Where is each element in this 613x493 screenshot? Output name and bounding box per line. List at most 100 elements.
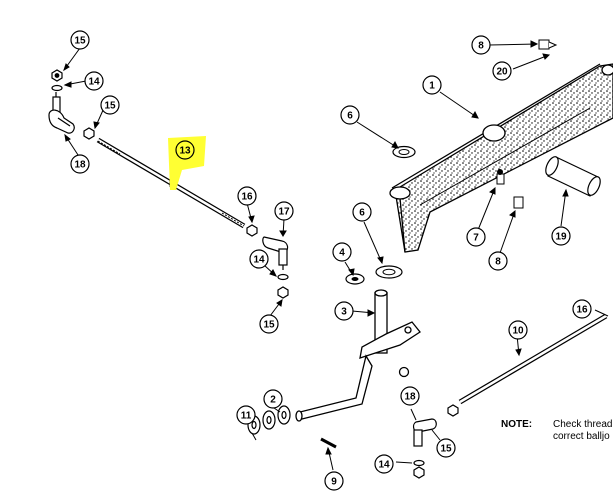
callout-number: 18 (404, 392, 416, 403)
callout-number: 4 (339, 248, 345, 259)
callout-17: 17 (274, 201, 294, 221)
callout-13: 13 (175, 140, 195, 160)
callout-circle (436, 438, 456, 458)
callout-circle (274, 201, 294, 221)
callout-1: 1 (422, 75, 442, 95)
callout-3: 3 (334, 301, 354, 321)
callout-circle (572, 299, 592, 319)
callout-number: 14 (378, 460, 390, 471)
bushing-19 (545, 156, 601, 197)
nut-16-right (447, 404, 459, 417)
callout-number: 14 (253, 255, 265, 266)
callout-number: 6 (359, 208, 365, 219)
callout-2: 2 (263, 389, 283, 409)
callout-15: 15 (70, 30, 90, 50)
callout-18: 18 (400, 386, 420, 406)
note-line-1: Check thread (553, 419, 613, 430)
callout-circle (175, 140, 195, 160)
callout-circle (508, 320, 528, 340)
callout-number: 9 (331, 477, 337, 488)
callout-9: 9 (324, 471, 344, 491)
pin-8-lower (513, 196, 524, 209)
callout-circle (237, 186, 257, 206)
callout-circle (334, 301, 354, 321)
washer-14-left (51, 84, 63, 92)
callout-circle (340, 105, 360, 125)
callout-14: 14 (84, 71, 104, 91)
callout-number: 8 (495, 257, 501, 268)
callout-number: 19 (555, 232, 567, 243)
callout-15: 15 (259, 314, 279, 334)
callout-number: 10 (512, 326, 524, 337)
nut-15-mid (277, 286, 289, 299)
callout-6: 6 (352, 202, 372, 222)
callout-circle (259, 314, 279, 334)
callout-10: 10 (508, 320, 528, 340)
note-body: Check thread correct balljo (553, 419, 613, 443)
callout-number: 11 (241, 411, 252, 422)
callout-circle (84, 71, 104, 91)
callout-circle (422, 75, 442, 95)
callout-number: 14 (88, 77, 100, 88)
callout-circle (400, 386, 420, 406)
callout-14: 14 (374, 454, 394, 474)
ball-joint-17 (262, 236, 289, 270)
callout-number: 1 (429, 81, 435, 92)
callout-circle (324, 471, 344, 491)
callout-circle (551, 226, 571, 246)
callout-6: 6 (340, 105, 360, 125)
callout-16: 16 (237, 186, 257, 206)
callout-number: 6 (347, 111, 353, 122)
note-line-2: correct balljo (553, 431, 610, 442)
spindle-3 (295, 289, 421, 422)
callout-circle (488, 251, 508, 271)
callout-15: 15 (436, 438, 456, 458)
callout-number: 17 (278, 207, 290, 218)
callout-circle (263, 389, 283, 409)
callout-circle (374, 454, 394, 474)
washer-14-mid (277, 273, 289, 281)
callout-number: 2 (270, 395, 276, 406)
ball-joint-18-lower (412, 418, 437, 447)
callout-number: 7 (473, 233, 479, 244)
callout-8: 8 (471, 35, 491, 55)
callout-19: 19 (551, 226, 571, 246)
callout-circle (352, 202, 372, 222)
fitting-7 (496, 169, 505, 185)
callout-number: 3 (341, 307, 347, 318)
callout-number: 15 (440, 444, 452, 455)
callout-8: 8 (488, 251, 508, 271)
callout-number: 8 (478, 41, 484, 52)
callout-number: 16 (576, 305, 588, 316)
callout-14: 14 (249, 249, 269, 269)
ball-joint-18-left (48, 92, 75, 134)
callout-circle (466, 227, 486, 247)
callout-number: 20 (496, 67, 508, 78)
cotter-pin-9 (320, 437, 337, 449)
nut-16-left (246, 224, 258, 237)
callout-circle (249, 249, 269, 269)
callout-circle (492, 61, 512, 81)
tie-rod-10 (458, 313, 608, 405)
callout-number: 15 (104, 101, 116, 112)
callout-circle (332, 242, 352, 262)
callout-7: 7 (466, 227, 486, 247)
callout-circle (100, 95, 120, 115)
callout-circle (471, 35, 491, 55)
callout-4: 4 (332, 242, 352, 262)
axle-beam-1 (389, 63, 613, 253)
callout-number: 16 (241, 192, 253, 203)
callout-circle (70, 30, 90, 50)
callout-number: 13 (179, 146, 191, 157)
callout-18: 18 (70, 154, 90, 174)
highlight-callout-13 (168, 136, 206, 190)
callout-16: 16 (572, 299, 592, 319)
callout-circle (70, 154, 90, 174)
callout-number: 15 (263, 320, 275, 331)
nut-15-left-small (83, 127, 95, 140)
callout-11: 11 (236, 405, 256, 425)
washer-14-lower (413, 459, 425, 467)
callout-number: 18 (74, 160, 86, 171)
